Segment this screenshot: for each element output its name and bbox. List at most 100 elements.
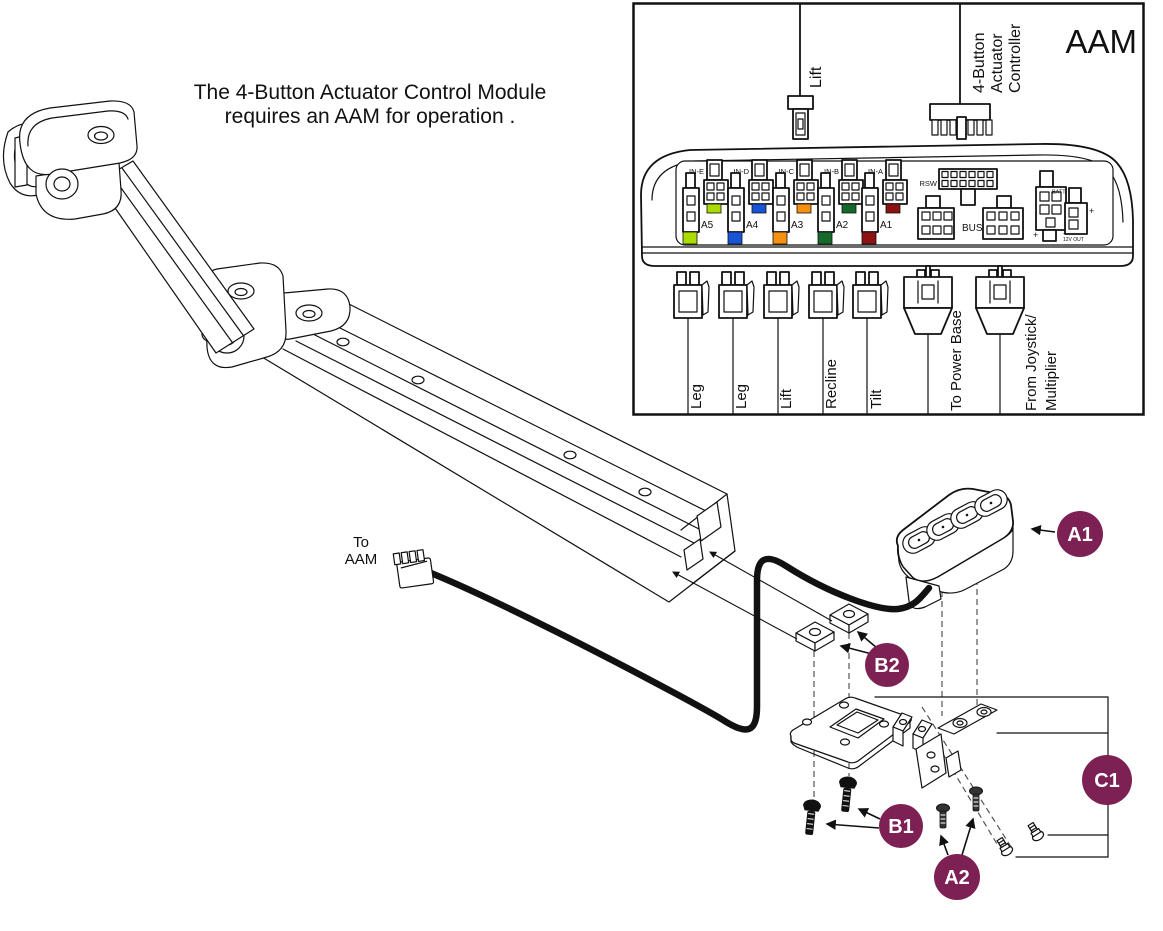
port-group-a1: IN-A A1 bbox=[861, 159, 908, 245]
bottom-plug-recline bbox=[808, 271, 845, 414]
port-group-a5: IN-E A5 bbox=[682, 159, 729, 245]
bottom-label-power-base: To Power Base bbox=[948, 310, 965, 411]
aam-inset: AAM Lift 4-Button Actuator Controller bbox=[632, 2, 1145, 416]
port-color-tab bbox=[861, 231, 877, 245]
b2-arrow bbox=[856, 630, 878, 649]
port-a-label: A1 bbox=[880, 220, 893, 231]
rsw-label: RSW bbox=[920, 179, 938, 188]
port-group-a2: IN-B A2 bbox=[817, 159, 864, 245]
a2-arrow bbox=[961, 817, 976, 856]
controller-top-label-line1: 4-Button bbox=[971, 33, 988, 93]
port-color-tab bbox=[796, 203, 812, 214]
badge-circle bbox=[1057, 511, 1103, 557]
mounting-plate bbox=[789, 696, 933, 770]
bus-connectors: BUS bbox=[917, 195, 1024, 240]
port-a-label: A5 bbox=[701, 220, 714, 231]
note-line1: The 4-Button Actuator Control Module bbox=[194, 81, 547, 104]
note-line2: requires an AAM for operation . bbox=[225, 105, 516, 128]
badge-label: C1 bbox=[1094, 770, 1120, 792]
rail-end-slot bbox=[683, 538, 704, 571]
controller-top-label-line3: Controller bbox=[1007, 23, 1024, 93]
badge-label: A2 bbox=[944, 867, 970, 889]
port-in-label: IN-E bbox=[689, 167, 704, 176]
v12-plus: + bbox=[1089, 206, 1094, 216]
port-in-label: IN-D bbox=[734, 167, 750, 176]
port-group-a3: IN-C A3 bbox=[772, 159, 819, 245]
nut-to-rail-arrow bbox=[672, 571, 798, 640]
bus-label: BUS bbox=[962, 223, 983, 234]
port-group-a4: IN-D A4 bbox=[727, 159, 774, 245]
note-text: The 4-Button Actuator Control Module req… bbox=[194, 81, 547, 128]
black-screw bbox=[839, 776, 857, 813]
controller-top-label-line2: Actuator bbox=[989, 33, 1006, 93]
port-in-label: IN-A bbox=[868, 167, 883, 176]
bottom-label-tilt: Tilt bbox=[868, 389, 885, 409]
v12-out-connector: 12V OUT + bbox=[1063, 187, 1094, 243]
flange-screw bbox=[1027, 821, 1045, 842]
to-aam-label-line1: To bbox=[353, 534, 369, 551]
small-screw bbox=[936, 803, 950, 829]
bottom-plug-leg1 bbox=[673, 271, 710, 414]
port-in-label: IN-C bbox=[779, 167, 795, 176]
rail-end-slot bbox=[696, 501, 722, 542]
to-aam-label-line2: AAM bbox=[345, 551, 378, 568]
a1-arrow bbox=[1030, 524, 1056, 536]
bottom-label-lift: Lift bbox=[778, 388, 795, 409]
arm-upper-link bbox=[96, 160, 255, 354]
port-color-tab bbox=[885, 203, 901, 214]
port-color-tab bbox=[772, 231, 788, 245]
square-nut bbox=[795, 621, 835, 652]
b2-arrow bbox=[839, 643, 873, 655]
aam-cable: To AAM bbox=[345, 534, 933, 733]
square-nuts bbox=[795, 603, 869, 652]
a2-screws bbox=[936, 786, 983, 829]
b1-screws bbox=[803, 776, 857, 836]
badge-a1: A1 bbox=[1057, 511, 1103, 557]
controller-plug bbox=[929, 103, 993, 140]
v12-out-label: 12V OUT bbox=[1063, 237, 1084, 243]
badge-label: B1 bbox=[888, 816, 914, 838]
bottom-plug-tilt bbox=[852, 271, 889, 414]
badge-label: B2 bbox=[874, 655, 900, 677]
port-a-label: A2 bbox=[836, 220, 849, 231]
badge-circle bbox=[934, 854, 980, 900]
aam-title: AAM bbox=[1065, 23, 1137, 60]
badge-b1: B1 bbox=[879, 804, 923, 848]
batt-plus: + bbox=[1033, 230, 1038, 240]
nut-to-rail-arrow bbox=[709, 551, 833, 622]
port-color-tab bbox=[727, 231, 743, 245]
bottom-label-recline: Recline bbox=[823, 359, 840, 409]
to-aam-connector bbox=[392, 549, 435, 589]
callout-arrows bbox=[672, 524, 1056, 856]
square-nut bbox=[829, 603, 869, 634]
bottom-label-leg2: Leg bbox=[733, 384, 750, 409]
port-color-tab bbox=[682, 231, 698, 245]
port-a-label: A4 bbox=[746, 220, 759, 231]
c1-screws bbox=[996, 821, 1045, 857]
badge-c1: C1 bbox=[1082, 755, 1132, 805]
badge-circle bbox=[1082, 755, 1132, 805]
bottom-plug-leg2 bbox=[718, 271, 755, 414]
bottom-label-leg1: Leg bbox=[688, 384, 705, 409]
port-in-label: IN-B bbox=[824, 167, 839, 176]
arm-rail bbox=[261, 294, 736, 603]
badge-circle bbox=[865, 643, 909, 687]
bottom-plug-power-base bbox=[903, 265, 953, 414]
small-screw bbox=[969, 786, 983, 812]
rsw-connector: RSW bbox=[920, 168, 998, 206]
a2-arrow bbox=[939, 834, 949, 856]
arm-clamp-head bbox=[2, 100, 138, 220]
bottom-label-joystick-line2: Multiplier bbox=[1043, 351, 1060, 411]
cable bbox=[427, 555, 933, 733]
four-button-controller bbox=[895, 487, 1014, 610]
badge-label: A1 bbox=[1067, 524, 1093, 546]
badge-circle bbox=[879, 804, 923, 848]
lift-plug bbox=[787, 95, 814, 140]
port-color-tab bbox=[817, 231, 833, 245]
black-screw bbox=[803, 799, 821, 836]
bottom-plug-joystick bbox=[975, 265, 1025, 414]
b1-arrow bbox=[825, 819, 880, 830]
port-color-tab bbox=[706, 203, 722, 214]
